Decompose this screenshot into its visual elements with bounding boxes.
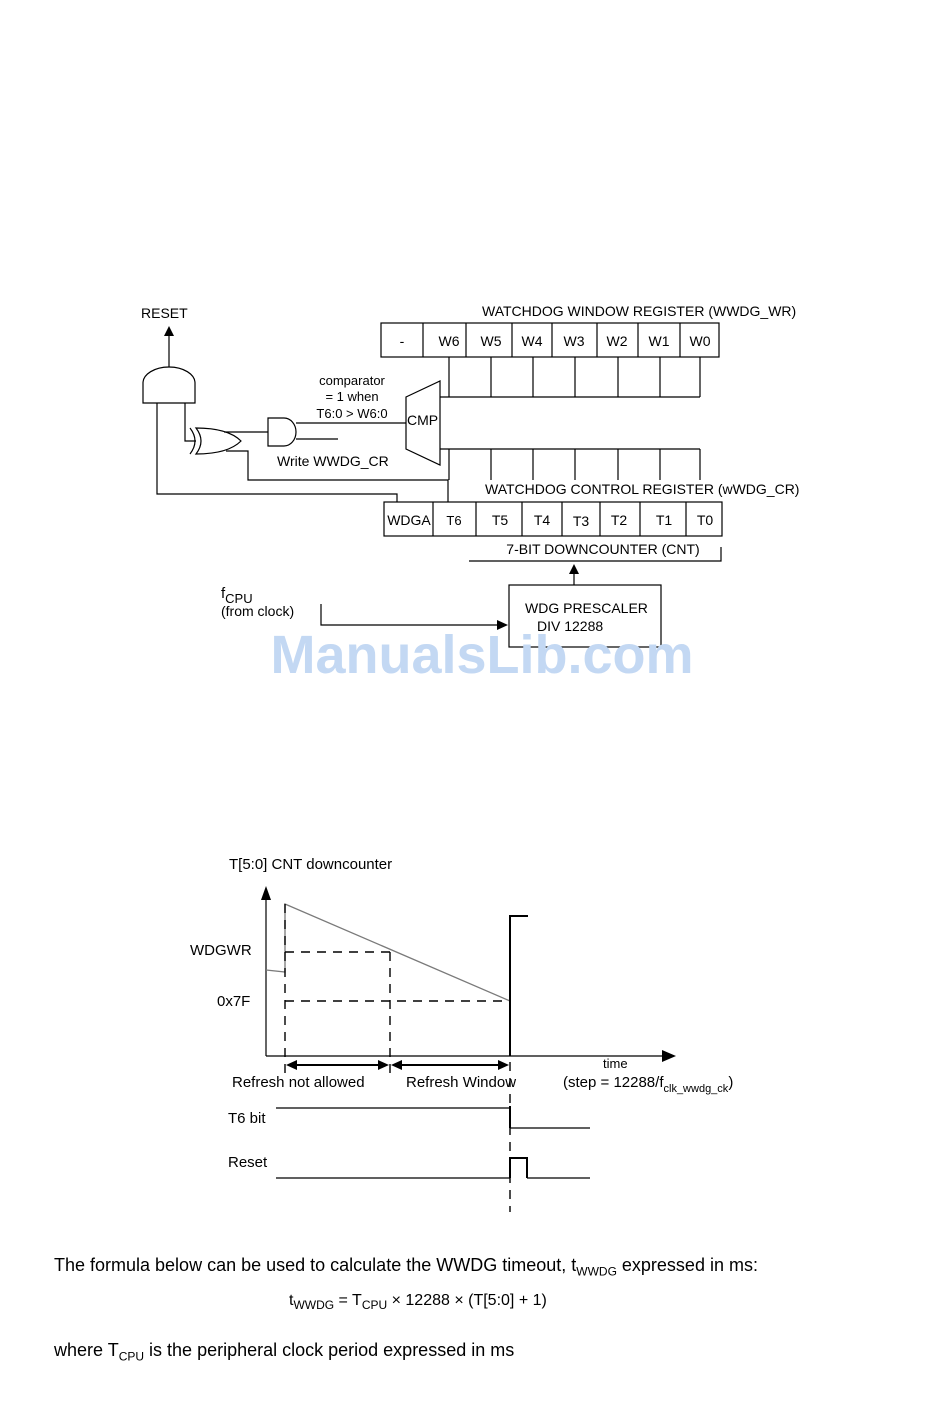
counter-bus <box>440 448 701 480</box>
window-register: - W6 W5 W4 W3 W2 W1 W0 <box>380 322 720 358</box>
control-bit-wdga: WDGA <box>387 512 431 528</box>
formula-intro: The formula below can be used to calcula… <box>54 1255 758 1279</box>
t6-to-or-wire <box>226 450 449 502</box>
comparator-note-line-1: comparator <box>319 373 385 388</box>
control-bit-t0: T0 <box>697 512 714 528</box>
tcpu-definition: where TCPU is the peripheral clock perio… <box>54 1340 515 1364</box>
watermark: ManualsLib.com <box>270 625 693 685</box>
window-register-title: WATCHDOG WINDOW REGISTER (WWDG_WR) <box>482 303 796 319</box>
downcounter-bracket <box>469 547 722 562</box>
refresh-window-label: Refresh Window <box>406 1074 516 1091</box>
control-bit-t2: T2 <box>611 512 628 528</box>
reset-signal-label: Reset <box>228 1154 268 1171</box>
window-bit-w0: W0 <box>690 333 711 349</box>
wdga-to-and-wire <box>156 403 398 502</box>
control-bit-t3: T3 <box>573 513 590 529</box>
comparator-and-gate <box>267 417 297 447</box>
comparator-note-line-3: T6:0 > W6:0 <box>316 406 387 421</box>
control-bit-t4: T4 <box>534 512 551 528</box>
timing-diagram: T[5:0] CNT downcounter WDGWR 0x7F Refres… <box>190 856 733 1212</box>
or-gate <box>194 427 242 455</box>
control-bit-t1: T1 <box>656 512 673 528</box>
or-to-and-wire <box>184 403 196 442</box>
clock-input-wire <box>320 604 500 626</box>
window-bit-w3: W3 <box>564 333 585 349</box>
cmp-label: CMP <box>407 412 438 428</box>
comparator-note-line-2: = 1 when <box>325 389 378 404</box>
time-axis-label: time <box>603 1056 628 1071</box>
control-bit-t6: T6 <box>446 513 461 528</box>
window-bit-w6: W6 <box>439 333 460 349</box>
control-register: WDGA T6 T5 T4 T3 T2 T1 T0 <box>383 501 723 537</box>
clock-input-arrow-head <box>497 620 508 630</box>
prescaler-line-1: WDG PRESCALER <box>525 600 648 616</box>
window-bit-w2: W2 <box>607 333 628 349</box>
control-bit-t5: T5 <box>492 512 509 528</box>
reset-and-gate <box>142 366 196 404</box>
counter-reload-edge <box>509 915 528 1056</box>
reset-pulse <box>509 1157 528 1178</box>
t6-bit-label: T6 bit <box>228 1110 266 1127</box>
watchdog-block-diagram: RESET comparator = 1 when T6:0 > W6:0 Wr… <box>141 303 799 648</box>
fcpu-source-label: (from clock) <box>221 603 294 619</box>
level-wdgwr-label: WDGWR <box>190 942 252 959</box>
timing-x-axis-arrow <box>662 1050 676 1062</box>
prescaler-arrow-head <box>569 564 579 574</box>
window-bit-w5: W5 <box>481 333 502 349</box>
level-0x7f-label: 0x7F <box>217 993 250 1010</box>
reset-output-label: RESET <box>141 305 188 321</box>
prescaler-line-2: DIV 12288 <box>537 618 603 634</box>
step-label: (step = 12288/fclk_wwdg_ck) <box>563 1074 733 1095</box>
timeout-formula: tWWDG = TCPU × 12288 × (T[5:0] + 1) <box>289 1292 547 1313</box>
window-bit-dash: - <box>400 333 405 349</box>
window-register-box <box>380 322 720 358</box>
or-gate-input-curve <box>189 427 196 455</box>
downcounter-label: 7-BIT DOWNCOUNTER (CNT) <box>506 541 699 557</box>
comparator-block <box>405 380 441 466</box>
reset-arrow-head <box>164 326 174 336</box>
window-bus <box>440 357 701 398</box>
window-bit-w4: W4 <box>522 333 543 349</box>
refresh-not-allowed-label: Refresh not allowed <box>232 1074 365 1091</box>
write-wwdg-cr-label: Write WWDG_CR <box>277 453 389 469</box>
control-register-title: WATCHDOG CONTROL REGISTER (wWDG_CR) <box>485 481 799 497</box>
prescaler-block <box>508 584 662 648</box>
fcpu-label: fCPU <box>221 585 253 606</box>
control-register-box <box>383 501 723 537</box>
timing-y-axis-arrow <box>261 886 271 900</box>
timing-y-axis-title: T[5:0] CNT downcounter <box>229 856 392 873</box>
window-bit-w1: W1 <box>649 333 670 349</box>
